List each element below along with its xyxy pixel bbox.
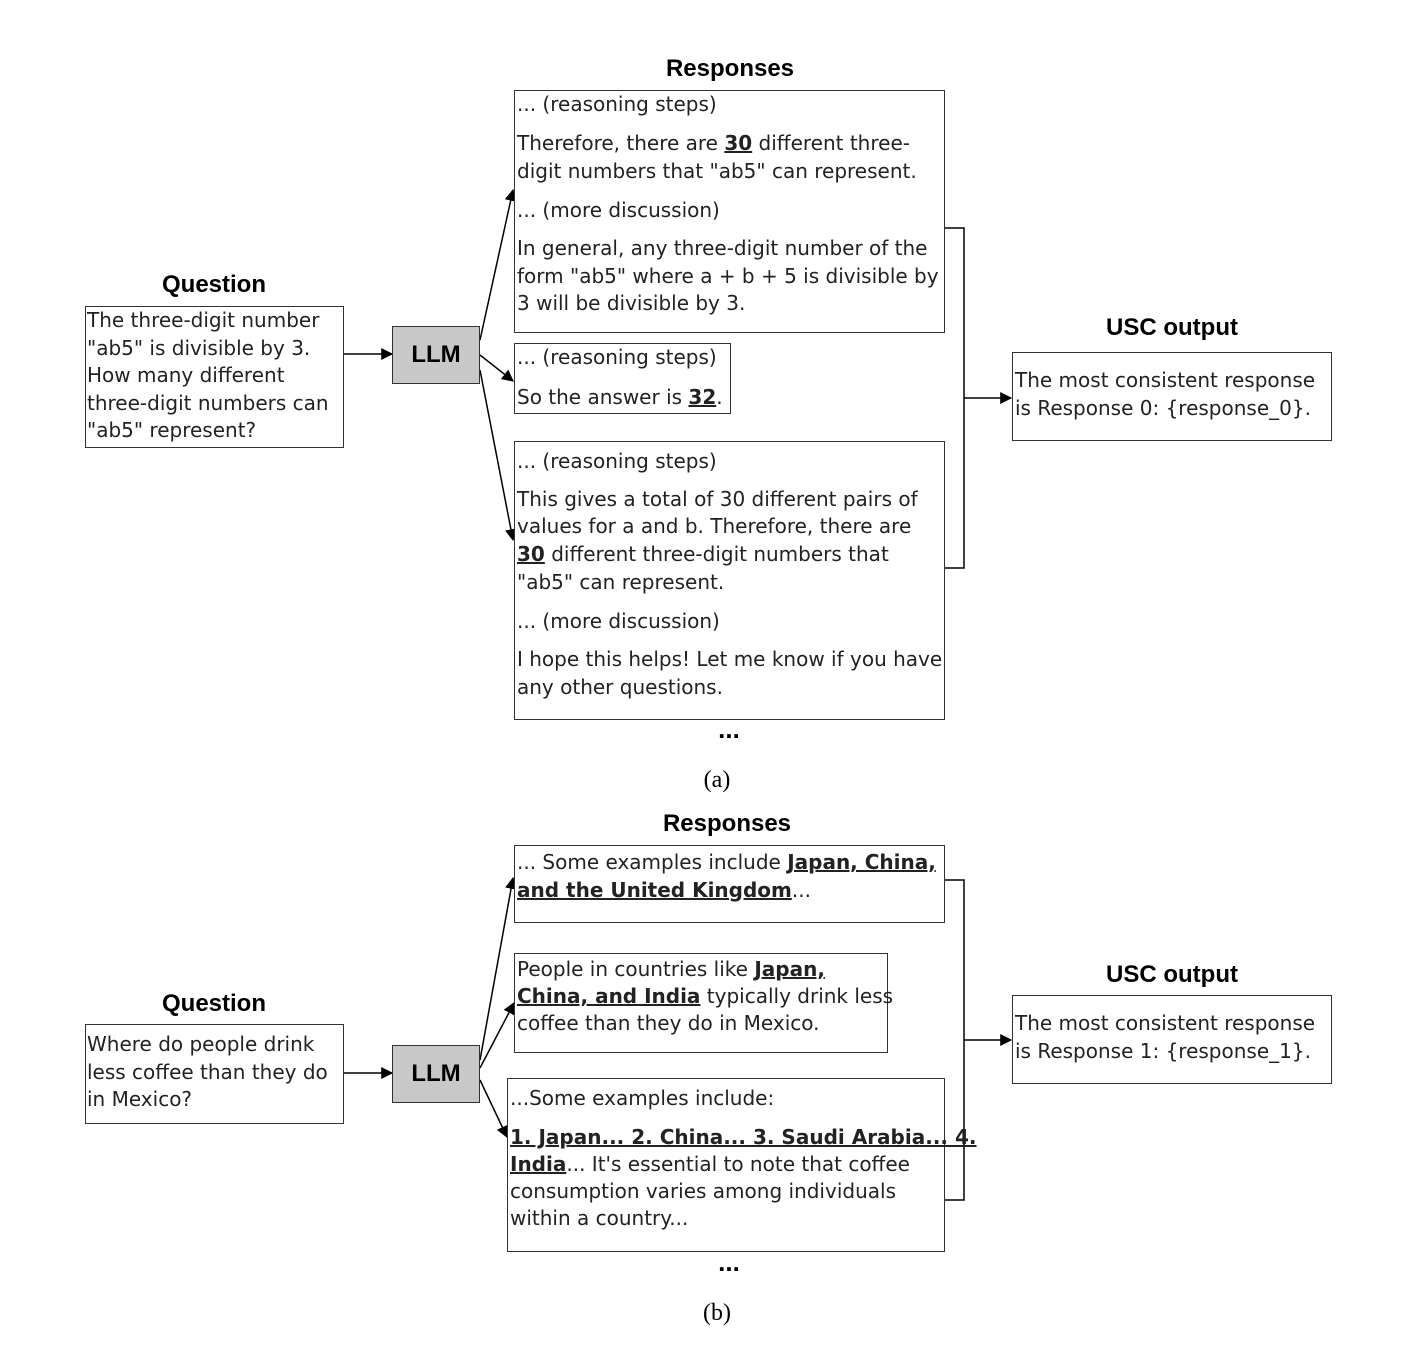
arrow-llm-to-response-1-a (479, 354, 514, 382)
response-a-2-line-2: This gives a total of 30 different pairs… (517, 487, 918, 511)
more-responses-ellipsis-a: ... (718, 714, 740, 744)
text-run: So the answer is (517, 385, 689, 409)
responses-heading-a: Responses (665, 55, 795, 82)
usc-output-box-a (1012, 352, 1332, 441)
response-a-2-line-8: any other questions. (517, 675, 723, 699)
text-run: different three-digit numbers that (544, 542, 889, 566)
response-b-2-line-4: consumption varies among individuals (510, 1179, 896, 1203)
caption-a: (a) (703, 767, 731, 793)
response-b-2-line-3: India... It's essential to note that cof… (510, 1151, 910, 1179)
response-a-0-line-3: digit numbers that "ab5" can represent. (517, 159, 917, 183)
arrow-llm-to-response-2-b (479, 1079, 508, 1139)
answer-highlight: China, and India (517, 984, 701, 1008)
text-run: Therefore, there are (517, 131, 725, 155)
answer-highlight: and the United Kingdom (517, 878, 792, 902)
response-a-0-line-7: 3 will be divisible by 3. (517, 291, 746, 315)
question-heading-a: Question (161, 271, 266, 298)
llm-node-b: LLM (392, 1045, 480, 1103)
question-heading-b: Question (161, 990, 266, 1017)
response-b-2-line-1: ...Some examples include: (510, 1086, 775, 1110)
usc-output-box-b (1012, 995, 1332, 1084)
response-box-a-1 (514, 343, 731, 414)
response-a-1-line-2: So the answer is 32. (517, 384, 723, 412)
text-run: different three- (752, 131, 910, 155)
response-a-2-line-1: ... (reasoning steps) (517, 449, 717, 473)
answer-highlight: 1. Japan... 2. China... 3. Saudi Arabia.… (510, 1125, 977, 1149)
caption-b: (b) (703, 1300, 731, 1326)
arrow-llm-to-response-2-a (479, 369, 517, 542)
text-run: ... Some examples include (517, 850, 788, 874)
question-line-a-3: How many different (87, 363, 285, 387)
response-b-1-line-3: coffee than they do in Mexico. (517, 1011, 820, 1035)
llm-node-a: LLM (392, 326, 480, 384)
response-a-0-line-1: ... (reasoning steps) (517, 92, 717, 116)
arrow-llm-to-response-0-a (479, 188, 517, 341)
response-b-2-line-2: 1. Japan... 2. China... 3. Saudi Arabia.… (510, 1124, 976, 1152)
answer-highlight: 30 (724, 131, 753, 155)
response-a-1-line-1: ... (reasoning steps) (517, 345, 717, 369)
question-line-a-4: three-digit numbers can (87, 391, 329, 415)
response-a-2-line-5: "ab5" can represent. (517, 570, 725, 594)
response-b-0-line-2: and the United Kingdom... (517, 877, 811, 905)
question-line-b-1: Where do people drink (87, 1032, 315, 1056)
more-responses-ellipsis-b: ... (718, 1247, 740, 1277)
usc-output-line-b-2: is Response 1: {response_1}. (1015, 1039, 1311, 1063)
question-line-b-2: less coffee than they do (87, 1060, 328, 1084)
response-a-2-line-3: values for a and b. Therefore, there are (517, 514, 912, 538)
question-line-a-5: "ab5" represent? (87, 418, 257, 442)
answer-highlight: 30 (517, 542, 545, 566)
text-run: . (716, 385, 723, 409)
text-run: typically drink less (700, 984, 894, 1008)
response-a-2-line-7: I hope this helps! Let me know if you ha… (517, 647, 943, 671)
usc-output-heading-b: USC output (1106, 961, 1238, 988)
bracket-a (945, 227, 965, 569)
question-line-a-1: The three-digit number (87, 308, 320, 332)
response-a-2-line-4: 30 different three-digit numbers that (517, 541, 889, 569)
answer-highlight: Japan, (754, 957, 825, 981)
response-box-a-0 (514, 90, 945, 333)
usc-output-line-b-1: The most consistent response (1015, 1011, 1316, 1035)
response-a-0-line-4: ... (more discussion) (517, 198, 720, 222)
question-line-a-2: "ab5" is divisible by 3. (87, 336, 311, 360)
response-a-2-line-6: ... (more discussion) (517, 609, 720, 633)
response-box-a-2 (514, 441, 945, 720)
response-a-0-line-6: form "ab5" where a + b + 5 is divisible … (517, 264, 939, 288)
responses-heading-b: Responses (662, 810, 792, 837)
arrow-llm-to-response-1-b (479, 1001, 515, 1069)
answer-highlight: 32 (688, 385, 717, 409)
response-b-1-line-1: People in countries like Japan, (517, 956, 825, 984)
response-a-0-line-5: In general, any three-digit number of th… (517, 236, 928, 260)
arrow-llm-to-response-0-b (479, 876, 517, 1061)
response-b-0-line-1: ... Some examples include Japan, China, (517, 849, 936, 877)
response-b-2-line-5: within a country... (510, 1206, 689, 1230)
response-a-0-line-2: Therefore, there are 30 different three- (517, 130, 910, 158)
bracket-b (945, 879, 965, 1201)
answer-highlight: Japan, China, (787, 850, 936, 874)
response-box-b-1 (514, 953, 888, 1053)
usc-output-line-a-2: is Response 0: {response_0}. (1015, 396, 1311, 420)
text-run: People in countries like (517, 957, 755, 981)
response-box-b-2 (507, 1078, 945, 1252)
usc-output-line-a-1: The most consistent response (1015, 368, 1316, 392)
question-box-a (85, 306, 344, 448)
usc-output-heading-a: USC output (1106, 314, 1238, 341)
response-box-b-0 (514, 845, 945, 923)
question-box-b (85, 1024, 344, 1124)
question-line-b-3: in Mexico? (87, 1087, 193, 1111)
response-b-1-line-2: China, and India typically drink less (517, 983, 893, 1011)
text-run: ... (791, 878, 811, 902)
answer-highlight: India (510, 1152, 567, 1176)
text-run: ... It's essential to note that coffee (566, 1152, 910, 1176)
